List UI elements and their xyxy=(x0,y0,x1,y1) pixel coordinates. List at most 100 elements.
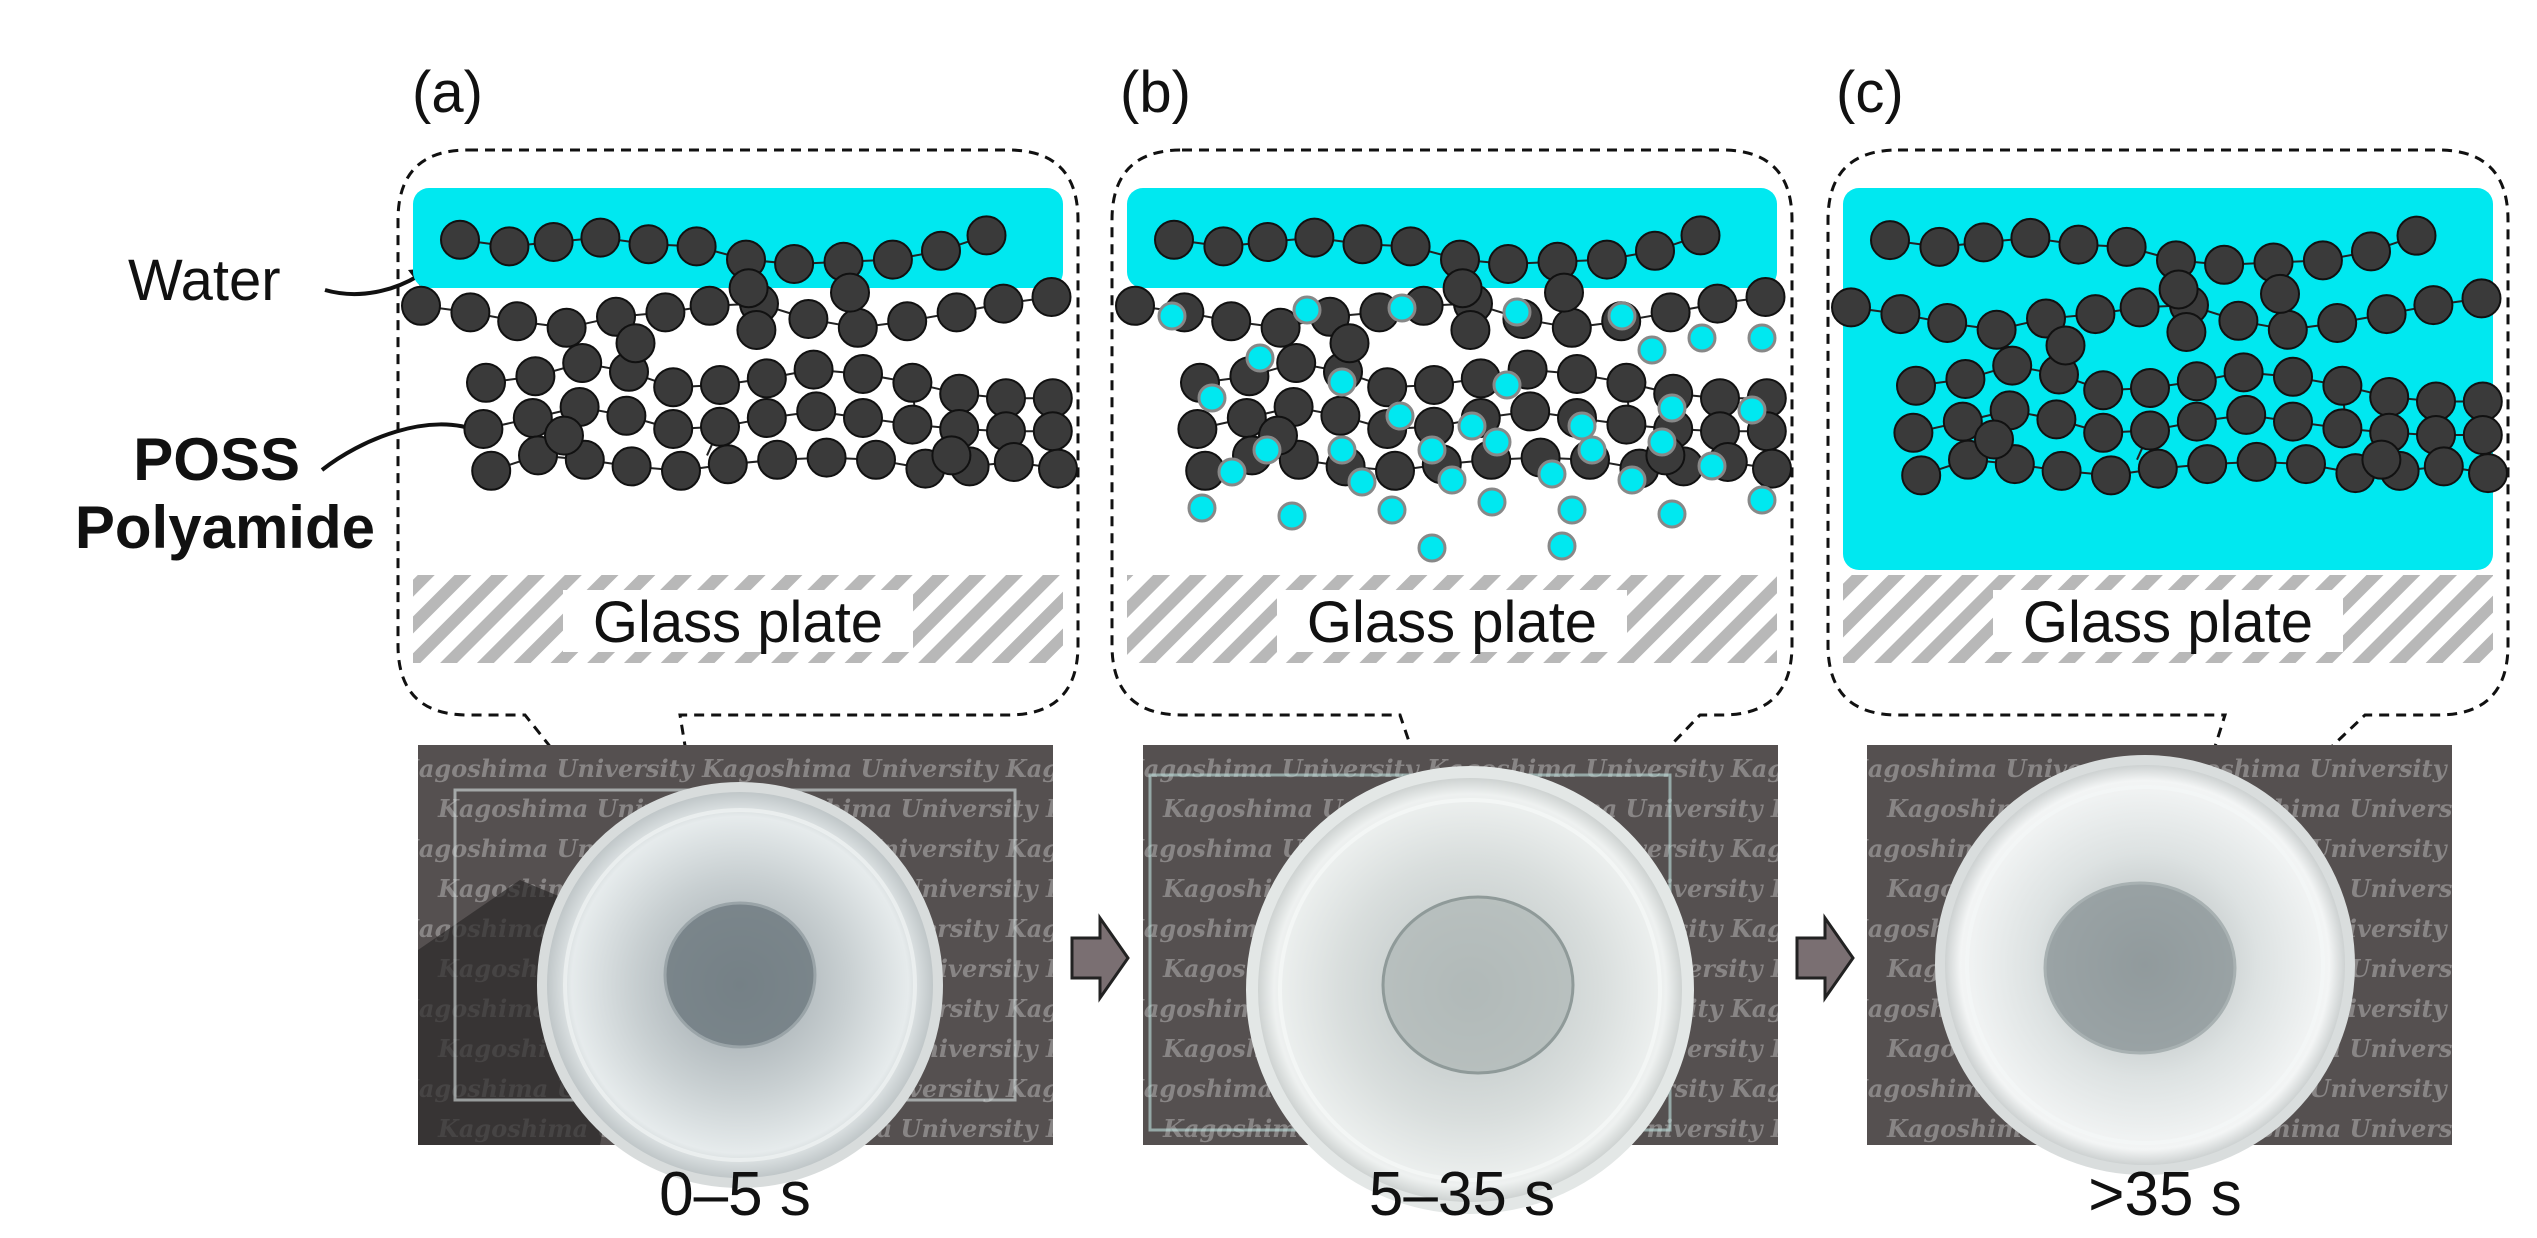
water-droplet xyxy=(1417,435,1447,465)
panel-a-callout: Glass plate xyxy=(396,148,1080,966)
poss-bead xyxy=(2137,448,2178,489)
poss-bead xyxy=(2423,446,2464,487)
panel-c-photo: Kagoshima University Kagoshima Universit… xyxy=(1837,745,2537,1175)
poss-bead xyxy=(2396,215,2437,256)
poss-bead xyxy=(806,437,847,478)
water-droplet xyxy=(1697,451,1727,481)
poss-bead xyxy=(1992,345,2033,386)
poss-bead xyxy=(515,356,556,397)
water-droplet xyxy=(1187,493,1217,523)
panel-b-letter: (b) xyxy=(1120,60,1191,125)
poss-bead xyxy=(2416,381,2456,422)
poss-bead xyxy=(1963,222,2004,263)
water-droplet xyxy=(1537,459,1567,489)
poss-bead xyxy=(2468,453,2508,494)
poss-bead xyxy=(931,435,972,476)
poss-bead xyxy=(1745,277,1786,317)
poss-bead xyxy=(1586,239,1627,280)
poss-bead xyxy=(2119,287,2160,328)
poss-bead xyxy=(830,272,870,313)
poss-bead xyxy=(1203,226,1244,267)
poss-bead xyxy=(1375,450,1415,491)
poss-bead xyxy=(1032,411,1073,452)
poss-bead xyxy=(1510,391,1551,432)
poss-bead xyxy=(2322,408,2363,449)
panel-b-callout: Glass plate xyxy=(1110,148,1794,948)
water-droplet xyxy=(1217,457,1247,487)
poss-bead xyxy=(1450,310,1491,350)
poss-bead xyxy=(700,365,740,405)
callout-outline xyxy=(396,148,1080,966)
poss-bead xyxy=(606,395,647,436)
water-droplet xyxy=(1437,465,1467,495)
poss-bead xyxy=(837,307,878,348)
water-droplet xyxy=(1747,323,1777,353)
poss-bead xyxy=(440,219,480,260)
poss-bead xyxy=(689,285,730,326)
poss-bead xyxy=(2273,401,2313,442)
poss-bead xyxy=(401,285,441,326)
callout-outline xyxy=(1110,148,1794,948)
poss-bead xyxy=(2462,415,2503,456)
poss-bead xyxy=(728,268,769,309)
poss-bead xyxy=(966,215,1007,256)
poss-bead xyxy=(1320,395,1361,436)
poss-arrow xyxy=(320,422,481,472)
poss-bead xyxy=(676,226,717,267)
water-droplet xyxy=(1547,531,1577,561)
water-droplet xyxy=(1327,367,1357,397)
water-droplet xyxy=(1737,395,1767,425)
water-droplet xyxy=(1502,297,1532,327)
poss-bead xyxy=(1154,219,1194,260)
poss-bead xyxy=(793,349,834,390)
poss-bead xyxy=(2187,444,2228,485)
water-droplet xyxy=(1647,427,1677,457)
glass-plate-label: Glass plate xyxy=(2023,590,2313,655)
water-droplet xyxy=(1277,501,1307,531)
poss-bead xyxy=(1488,244,1529,284)
poss-bead xyxy=(1367,367,1408,408)
poss-bead xyxy=(2369,376,2410,417)
poss-bead xyxy=(1276,343,1317,383)
poss-bead xyxy=(497,301,538,342)
water-droplet xyxy=(1197,383,1227,413)
poss-bead xyxy=(1329,323,1370,364)
poss-bead xyxy=(1831,287,1871,328)
poss-bead xyxy=(653,367,694,408)
poss-bead xyxy=(2176,361,2217,402)
poss-bead xyxy=(653,409,694,449)
poss-bead xyxy=(2130,410,2170,451)
poss-bead xyxy=(2273,356,2313,397)
poss-bead xyxy=(1650,292,1691,333)
water-droplet xyxy=(1482,427,1512,457)
poss-bead xyxy=(2204,244,2245,285)
poss-bead xyxy=(450,292,491,333)
poss-bead xyxy=(2267,309,2308,350)
water-droplet xyxy=(1245,343,1275,373)
poss-bead xyxy=(2226,394,2267,435)
poss-bead xyxy=(1919,226,1960,267)
poss-bead xyxy=(774,244,815,284)
poss-bead xyxy=(746,358,787,399)
poss-bead xyxy=(993,442,1034,482)
poss-bead xyxy=(546,307,587,348)
poss-bead xyxy=(1752,448,1792,489)
water-droplet xyxy=(1492,370,1522,400)
poss-bead xyxy=(611,446,652,487)
poss-bead xyxy=(1031,277,1072,317)
water-droplet xyxy=(1157,301,1187,331)
poss-bead xyxy=(1038,448,1078,489)
poss-bead xyxy=(1211,301,1252,342)
poss-bead xyxy=(736,310,777,350)
panel-c-letter: (c) xyxy=(1836,60,1904,125)
poss-bead xyxy=(645,292,686,333)
poss-bead xyxy=(2166,312,2207,352)
poss-bead xyxy=(1115,285,1155,326)
water-droplet xyxy=(1567,411,1597,441)
poss-bead xyxy=(2083,412,2124,453)
poss-bead xyxy=(2462,381,2503,422)
poss-bead xyxy=(843,354,883,394)
poss-bead xyxy=(2223,352,2264,393)
poss-bead xyxy=(533,222,574,262)
